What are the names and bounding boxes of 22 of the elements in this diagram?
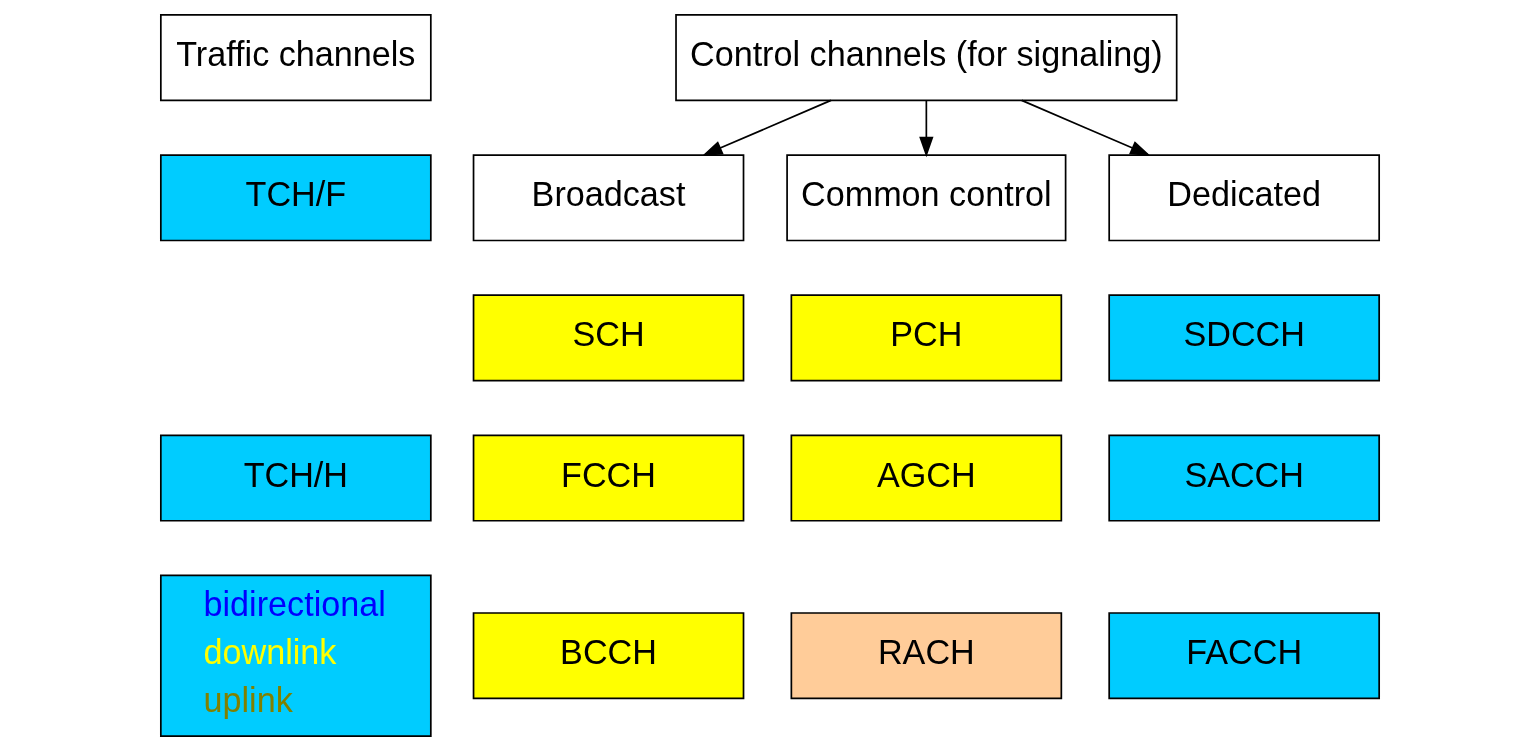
node-box: SACCH: [1108, 434, 1381, 522]
node-box: Broadcast: [472, 154, 745, 242]
node-box: Control channels (for signaling): [675, 14, 1178, 102]
node-box: TCH/H: [159, 434, 432, 522]
node-box: Traffic channels: [159, 14, 432, 102]
node-box: RACH: [790, 612, 1063, 700]
node-box: Common control: [786, 154, 1067, 242]
node-box: FCCH: [472, 434, 745, 522]
node-box: AGCH: [790, 434, 1063, 522]
legend-label: bidirectional: [203, 585, 386, 624]
node-box: TCH/F: [159, 154, 432, 242]
node-box: BCCH: [472, 612, 745, 700]
node-box: FACCH: [1108, 612, 1381, 700]
legend-label: downlink: [203, 633, 337, 672]
node-box: PCH: [790, 294, 1063, 382]
arrow: [919, 99, 934, 158]
node-box: Dedicated: [1108, 154, 1381, 242]
arrow: [1020, 99, 1151, 156]
legend-label: uplink: [203, 681, 293, 720]
arrow: [702, 99, 832, 156]
node-box: SDCCH: [1108, 294, 1381, 382]
node-box: SCH: [472, 294, 745, 382]
